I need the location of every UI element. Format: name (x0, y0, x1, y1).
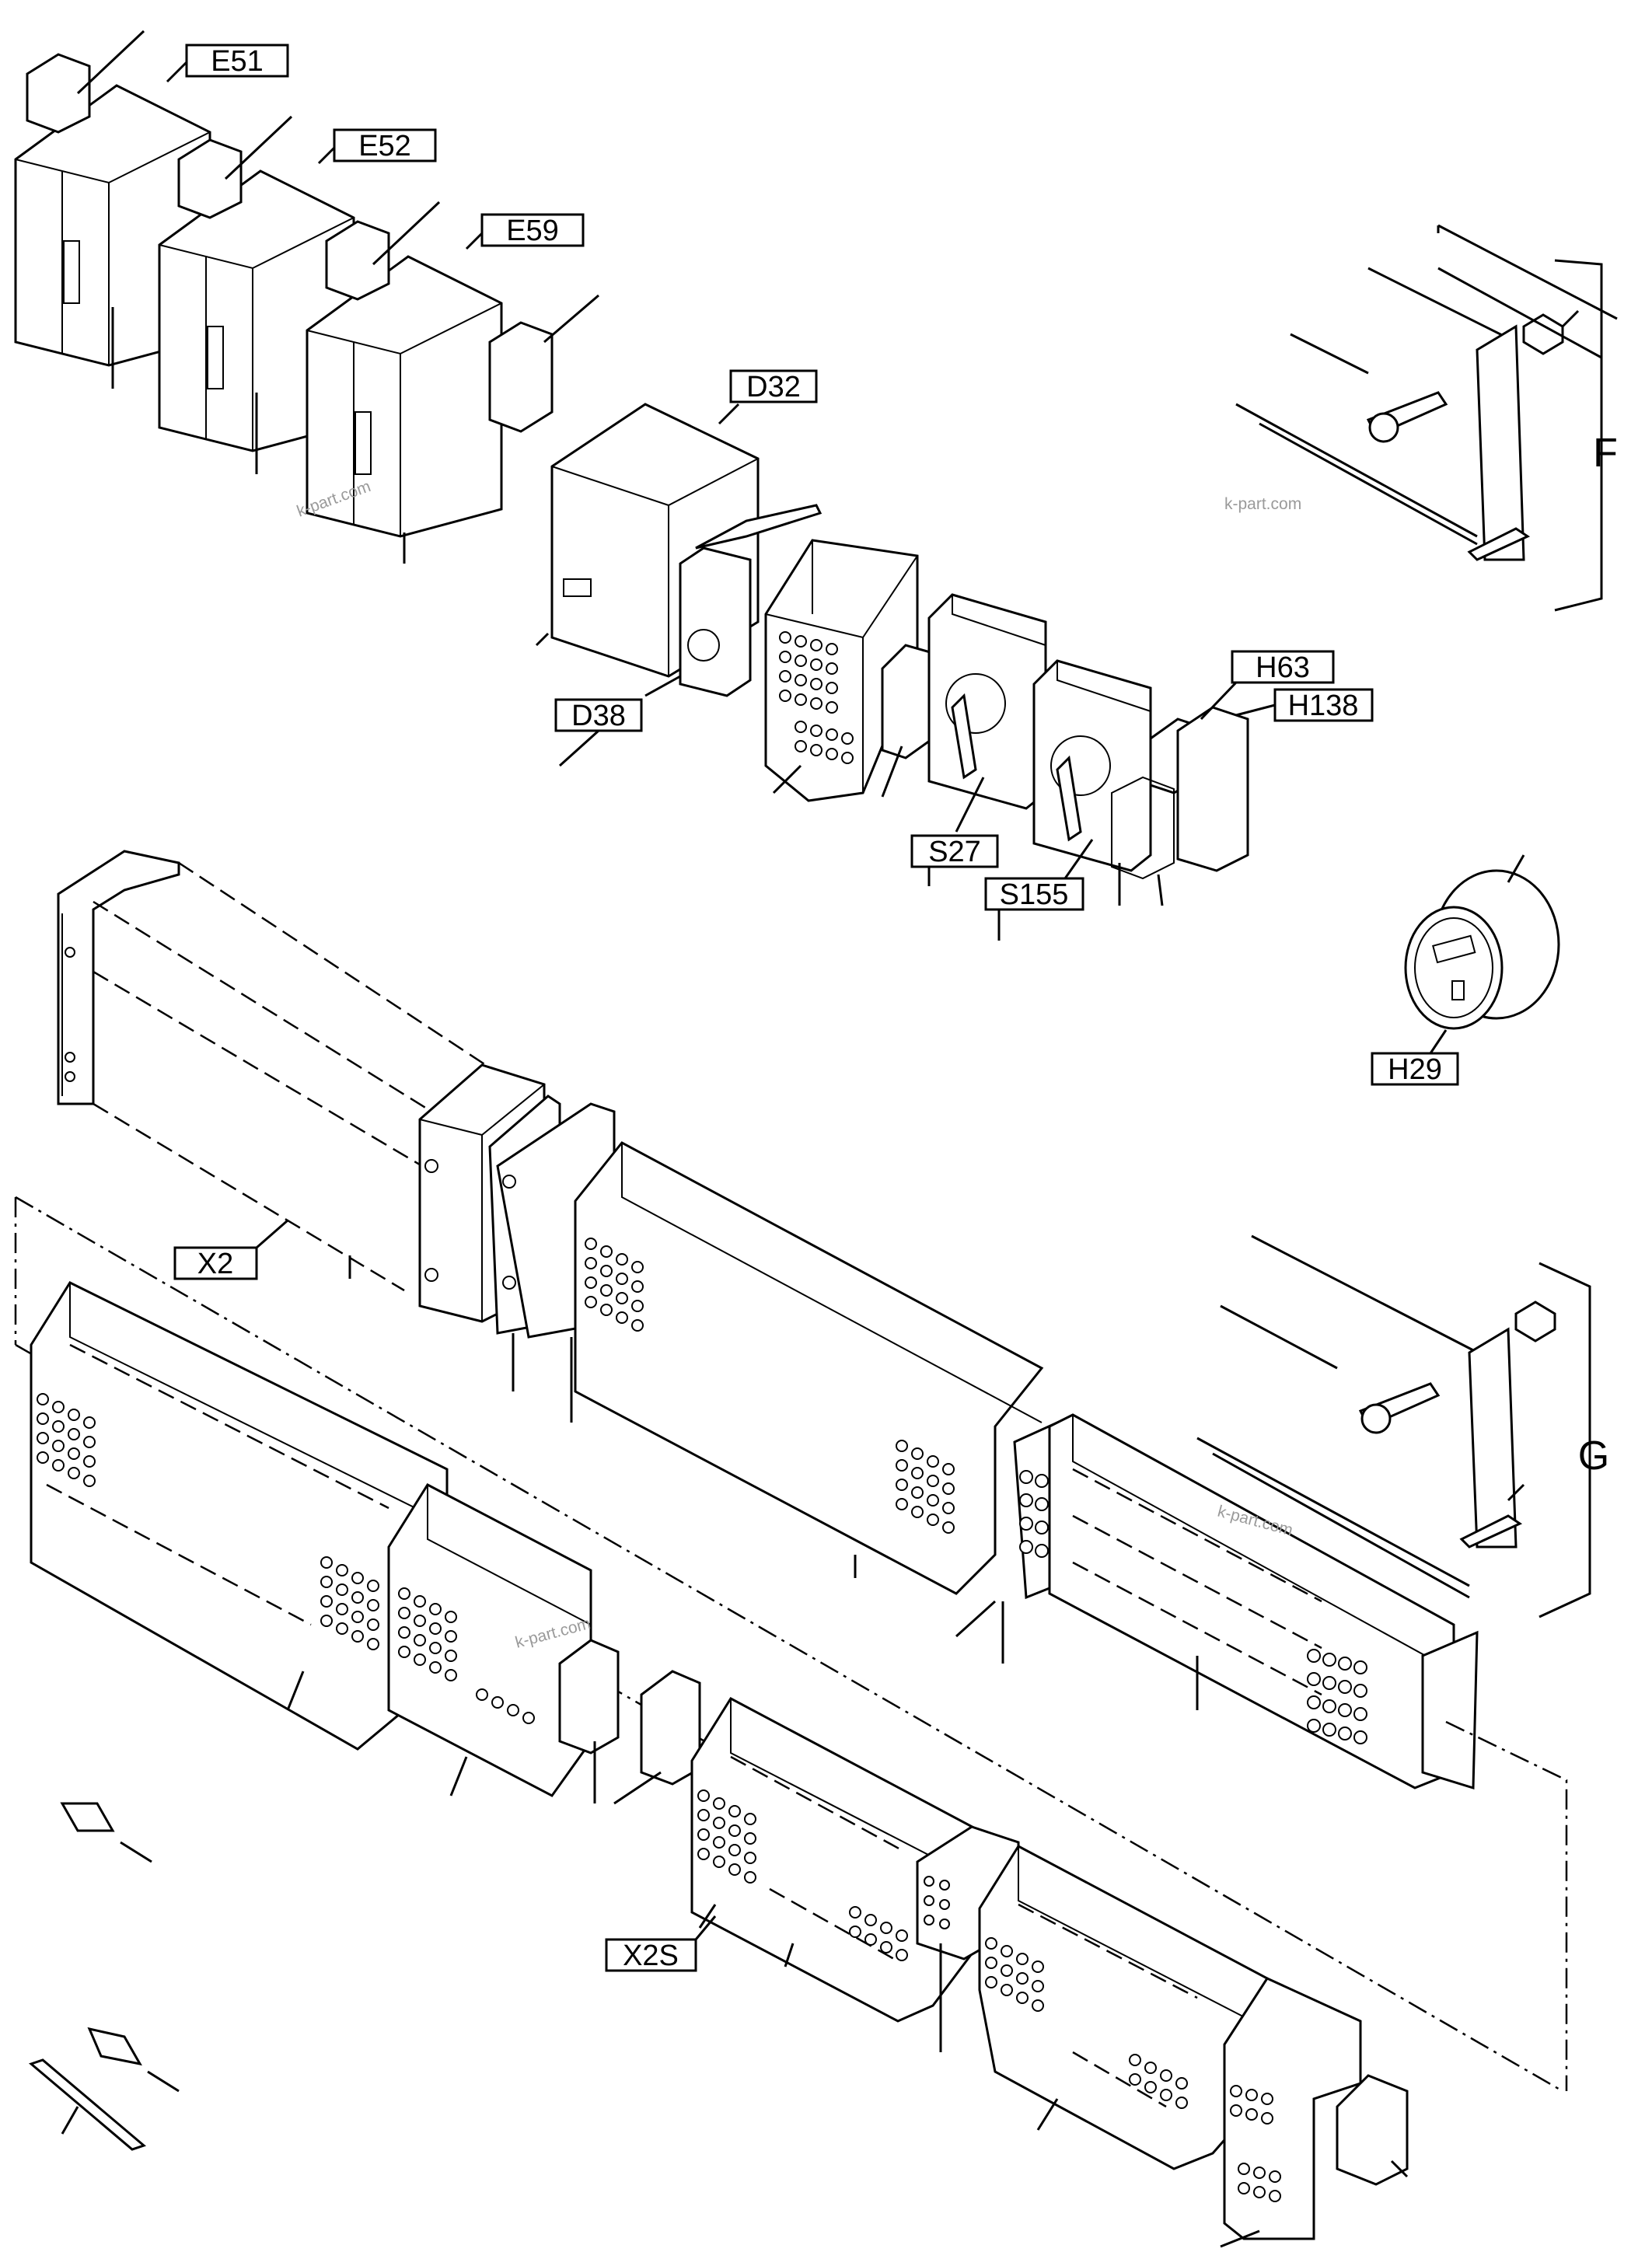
rotary-switch-s155 (1032, 659, 1152, 879)
mounting-rail-f (1235, 224, 1618, 612)
terminal-block-upper (764, 539, 919, 802)
label-s27: S27 (910, 834, 999, 868)
end-clamp-lower-right (1336, 2074, 1409, 2186)
terminal-block-row-upper (574, 1141, 1044, 1664)
svg-text:S155: S155 (1000, 878, 1069, 911)
marker-tag-2 (87, 2027, 180, 2093)
label-h29: H29 (1371, 1052, 1459, 1086)
indicator-lamp-h138 (1111, 706, 1249, 906)
label-e52: E52 (333, 128, 437, 162)
terminal-block-row-x2s (690, 1697, 981, 2023)
svg-text:E52: E52 (358, 130, 411, 162)
label-e51: E51 (185, 44, 289, 78)
end-cover-left (57, 850, 180, 1105)
label-d32: D32 (729, 369, 818, 403)
marker-strip (28, 2058, 147, 2151)
terminal-block-group-lower-right (978, 1845, 1269, 2170)
label-h138: H138 (1273, 688, 1374, 722)
svg-text:D38: D38 (571, 700, 626, 732)
mounting-rail-g (1196, 1234, 1591, 1618)
label-g: G (1578, 1433, 1609, 1479)
timer-relay-d38 (644, 504, 823, 697)
svg-text:H29: H29 (1388, 1053, 1442, 1086)
label-x2: X2 (173, 1246, 258, 1280)
label-e59: E59 (480, 213, 585, 247)
label-s155: S155 (984, 877, 1084, 911)
label-d38: D38 (554, 698, 643, 732)
svg-text:E59: E59 (506, 215, 559, 247)
din-rail-with-blocks (1013, 1413, 1479, 1790)
terminal-block-single-lower (1220, 1977, 1362, 2248)
end-clamp-upper (881, 644, 934, 798)
relay-module-e59 (306, 201, 599, 564)
svg-text:S27: S27 (928, 836, 981, 868)
svg-text:H63: H63 (1256, 651, 1310, 684)
marker-tag-1 (60, 1802, 152, 1863)
svg-text:E51: E51 (211, 45, 264, 78)
end-clamp-pair-lower (558, 1639, 701, 1805)
label-h63: H63 (1231, 650, 1335, 684)
rotary-switch-s27 (927, 593, 1047, 833)
label-f: F (1593, 431, 1618, 476)
svg-text:D32: D32 (746, 371, 801, 403)
hour-meter-h29 (1404, 854, 1560, 1054)
svg-text:X2: X2 (197, 1248, 233, 1280)
terminal-block-group-mid (387, 1483, 592, 1797)
label-x2s: X2S (605, 1938, 697, 1972)
svg-text:H138: H138 (1288, 690, 1359, 722)
terminal-block-group-left (30, 1281, 449, 1751)
watermark-2: k-part.com (1224, 495, 1301, 513)
svg-text:X2S: X2S (623, 1940, 679, 1972)
